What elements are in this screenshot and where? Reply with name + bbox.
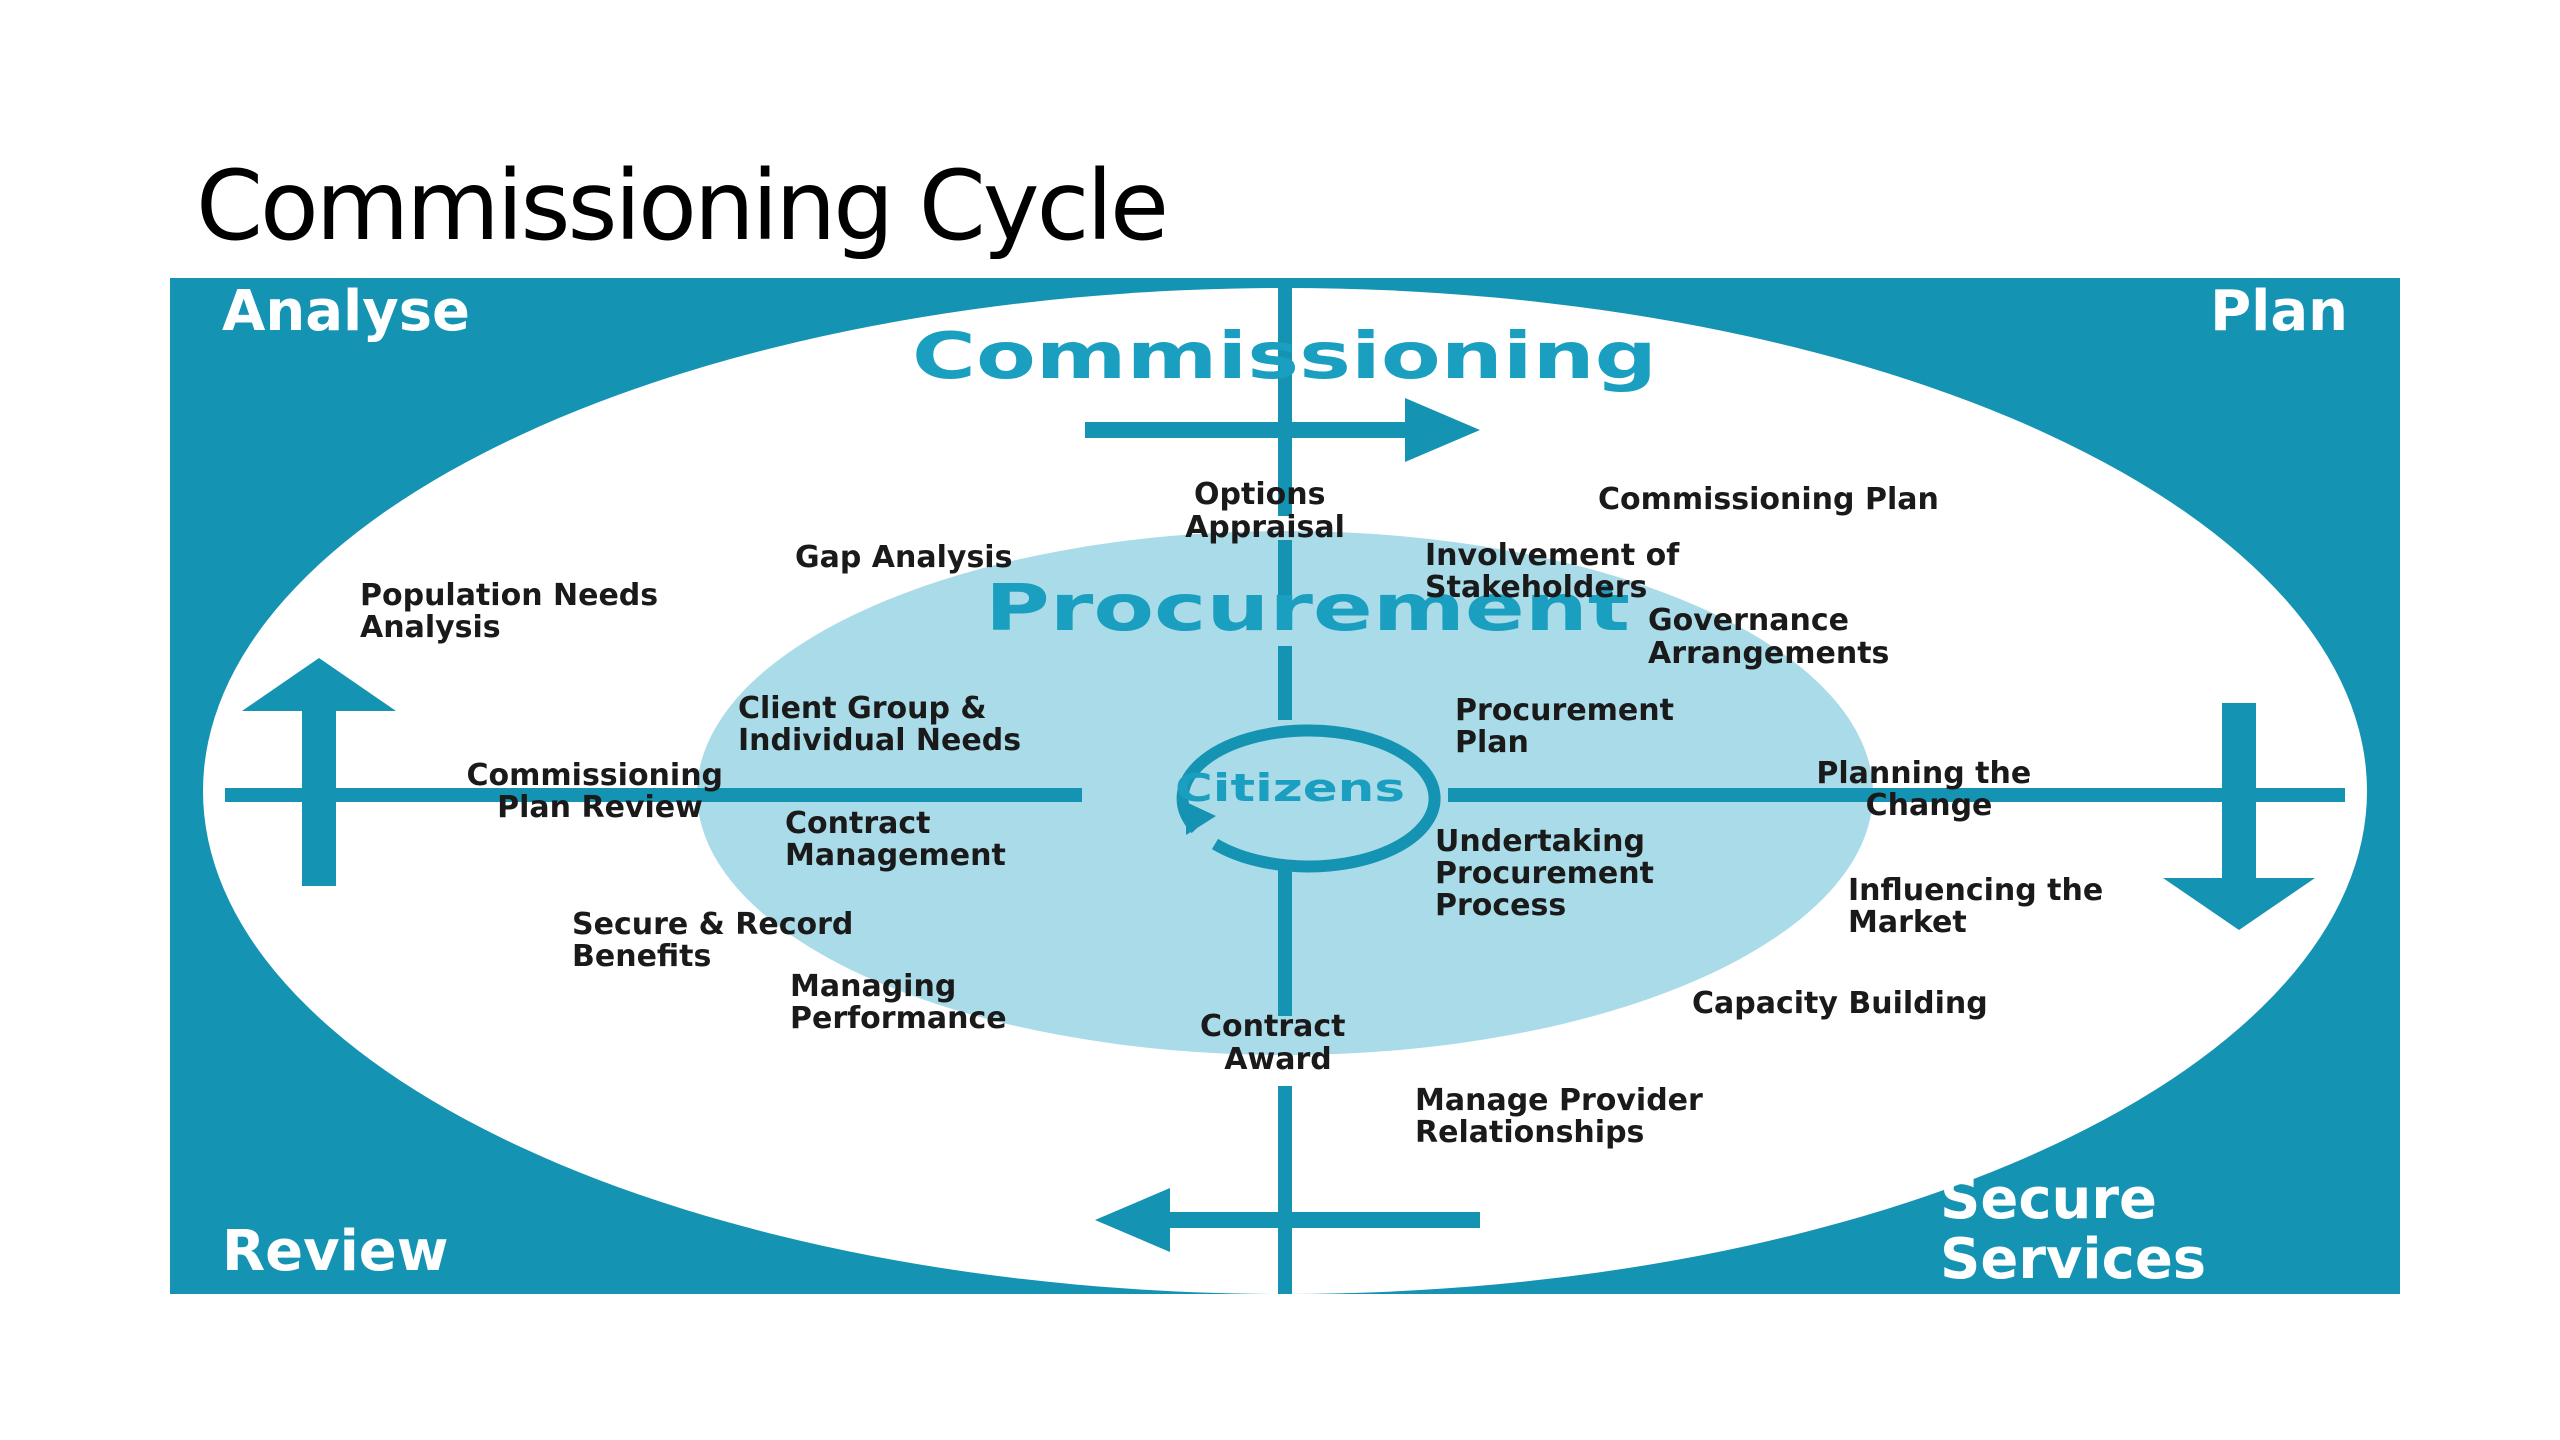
label-secure-record-line2: Benefits	[572, 939, 711, 974]
label-involvement-stakeholders: Involvement of Stakeholders	[1425, 538, 1690, 605]
label-client-group-line2: Individual Needs	[738, 723, 1021, 758]
label-gap-analysis-line1: Gap Analysis	[795, 540, 1012, 575]
label-options-appraisal-line1: Options	[1194, 477, 1325, 512]
label-influencing-line1: Influencing the	[1848, 873, 2103, 908]
label-managing-performance: Managing Performance	[790, 969, 1007, 1036]
commissioning-cycle-diagram: Analyse Plan Review Secure Services Comm…	[170, 278, 2400, 1294]
label-manage-provider: Manage Provider Relationships	[1415, 1083, 1713, 1150]
corner-secure: Secure Services	[1940, 1167, 2206, 1292]
corner-analyse: Analyse	[222, 279, 470, 344]
label-plan-review-line2: Plan Review	[497, 790, 703, 825]
cycle-arrows	[242, 398, 2315, 1252]
label-commissioning-plan-review: Commissioning Plan Review	[467, 758, 734, 825]
corner-review: Review	[222, 1219, 449, 1284]
label-governance-line1: Governance	[1648, 603, 1849, 638]
label-client-group: Client Group & Individual Needs	[738, 691, 1021, 758]
label-influencing-market: Influencing the Market	[1848, 873, 2114, 940]
label-governance-line2: Arrangements	[1648, 636, 1889, 671]
label-planning-change: Planning the Change	[1816, 756, 2041, 823]
label-managing-performance-line1: Managing	[790, 969, 956, 1004]
label-population-line2: Analysis	[360, 610, 501, 645]
label-involvement-line2: Stakeholders	[1425, 570, 1647, 605]
label-capacity-building: Capacity Building	[1692, 986, 1988, 1021]
label-capacity-building-line1: Capacity Building	[1692, 986, 1988, 1021]
label-contract-management: Contract Management	[785, 806, 1006, 873]
procurement-circle	[697, 531, 1873, 1055]
corner-secure-line2: Services	[1940, 1227, 2206, 1292]
label-contract-management-line2: Management	[785, 838, 1006, 873]
label-planning-change-line2: Change	[1866, 788, 1993, 823]
label-procurement-plan-line2: Plan	[1455, 725, 1529, 760]
label-population-needs: Population Needs Analysis	[360, 578, 669, 645]
label-governance: Governance Arrangements	[1648, 603, 1889, 671]
label-contract-management-line1: Contract	[785, 806, 931, 841]
label-contract-award-line1: Contract	[1200, 1009, 1346, 1044]
ring-title-citizens: Citizens	[1175, 766, 1405, 810]
label-contract-award-line2: Award	[1224, 1042, 1331, 1077]
label-commissioning-plan: Commissioning Plan	[1598, 482, 1939, 517]
label-procurement-plan: Procurement Plan	[1455, 693, 1684, 760]
label-population-line1: Population Needs	[360, 578, 658, 613]
citizens-arrowhead	[1186, 802, 1216, 835]
label-planning-change-line1: Planning the	[1816, 756, 2031, 791]
label-procurement-plan-line1: Procurement	[1455, 693, 1674, 728]
label-involvement-line1: Involvement of	[1425, 538, 1680, 573]
label-gap-analysis: Gap Analysis	[795, 540, 1012, 575]
label-undertaking-line1: Undertaking	[1435, 824, 1645, 859]
label-client-group-line1: Client Group &	[738, 691, 987, 726]
ring-title-procurement: Procurement	[985, 572, 1630, 646]
label-managing-performance-line2: Performance	[790, 1001, 1007, 1036]
slide-title: Commissioning Cycle	[196, 150, 1169, 262]
label-secure-record: Secure & Record Benefits	[572, 907, 864, 974]
citizens-cycle-ring	[1176, 724, 1441, 873]
label-manage-provider-line2: Relationships	[1415, 1115, 1644, 1150]
corner-secure-line1: Secure	[1940, 1167, 2157, 1232]
label-manage-provider-line1: Manage Provider	[1415, 1083, 1703, 1118]
label-options-appraisal-line2: Appraisal	[1185, 510, 1345, 545]
label-contract-award: Contract Award	[1200, 1009, 1356, 1077]
cross-lines	[225, 278, 2345, 1294]
corner-plan: Plan	[2210, 279, 2348, 344]
label-commissioning-plan-line1: Commissioning Plan	[1598, 482, 1939, 517]
cycle-labels: Options Appraisal Commissioning Plan Gap…	[360, 477, 2114, 1150]
label-secure-record-line1: Secure & Record	[572, 907, 853, 942]
ring-title-commissioning: Commissioning	[912, 320, 1657, 394]
label-undertaking-line3: Process	[1435, 888, 1566, 923]
label-undertaking-line2: Procurement	[1435, 856, 1654, 891]
label-plan-review-line1: Commissioning	[467, 758, 724, 793]
label-undertaking-procurement: Undertaking Procurement Process	[1435, 824, 1664, 923]
label-influencing-line2: Market	[1848, 905, 1967, 940]
label-options-appraisal: Options Appraisal	[1185, 477, 1345, 545]
